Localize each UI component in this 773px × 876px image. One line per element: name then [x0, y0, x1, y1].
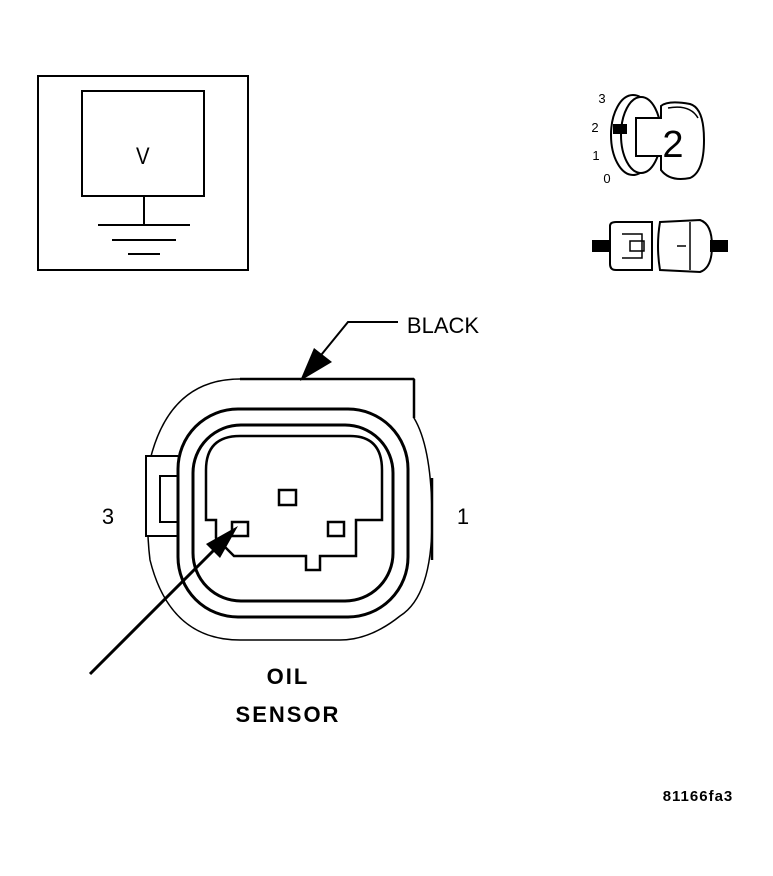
connector-wire-left — [592, 240, 612, 252]
connector-wire-right — [710, 240, 728, 252]
connector-face: 3 1 — [102, 377, 469, 641]
pin-number-right: 1 — [457, 504, 469, 529]
sensor-label-line2: SENSOR — [236, 702, 341, 727]
figure-id: 81166fa3 — [663, 788, 734, 805]
connector-insert — [204, 434, 384, 572]
connector-male-half — [609, 221, 653, 271]
pin-number-left: 3 — [102, 504, 114, 529]
connector-male-latch — [622, 233, 643, 259]
pin-cavity-2 — [277, 488, 298, 507]
ignition-switch-icon: 3 2 1 0 2 — [591, 91, 706, 186]
color-arrowhead — [300, 348, 332, 381]
ignition-key — [635, 101, 706, 180]
voltmeter-frame — [37, 75, 249, 271]
connector-male-pin — [629, 240, 645, 252]
connector-color-label: BLACK — [407, 313, 479, 338]
sensor-pointer-arrowhead — [206, 526, 238, 558]
side-latch-inner — [159, 475, 179, 523]
color-callout: BLACK — [300, 313, 479, 381]
sensor-pointer — [88, 526, 238, 676]
ignition-position-2: 2 — [591, 120, 598, 135]
connector-seal-outer — [176, 407, 410, 619]
key-edge — [667, 106, 699, 119]
pin-cavity-3 — [230, 520, 250, 538]
ignition-position-3: 3 — [598, 91, 605, 106]
connector-seal-inner — [191, 423, 395, 603]
voltmeter-symbol: V — [37, 75, 249, 271]
ignition-position-1: 1 — [592, 148, 599, 163]
sensor-pointer-line — [88, 540, 224, 676]
position-indicator — [613, 124, 627, 134]
sensor-label-line1: OIL — [267, 664, 310, 689]
ignition-position-0: 0 — [603, 171, 610, 186]
connector-icon — [592, 218, 728, 274]
key-position-label: 2 — [662, 124, 683, 166]
voltmeter-symbol-label: V — [136, 142, 150, 169]
pin-cavity-1 — [326, 520, 346, 538]
